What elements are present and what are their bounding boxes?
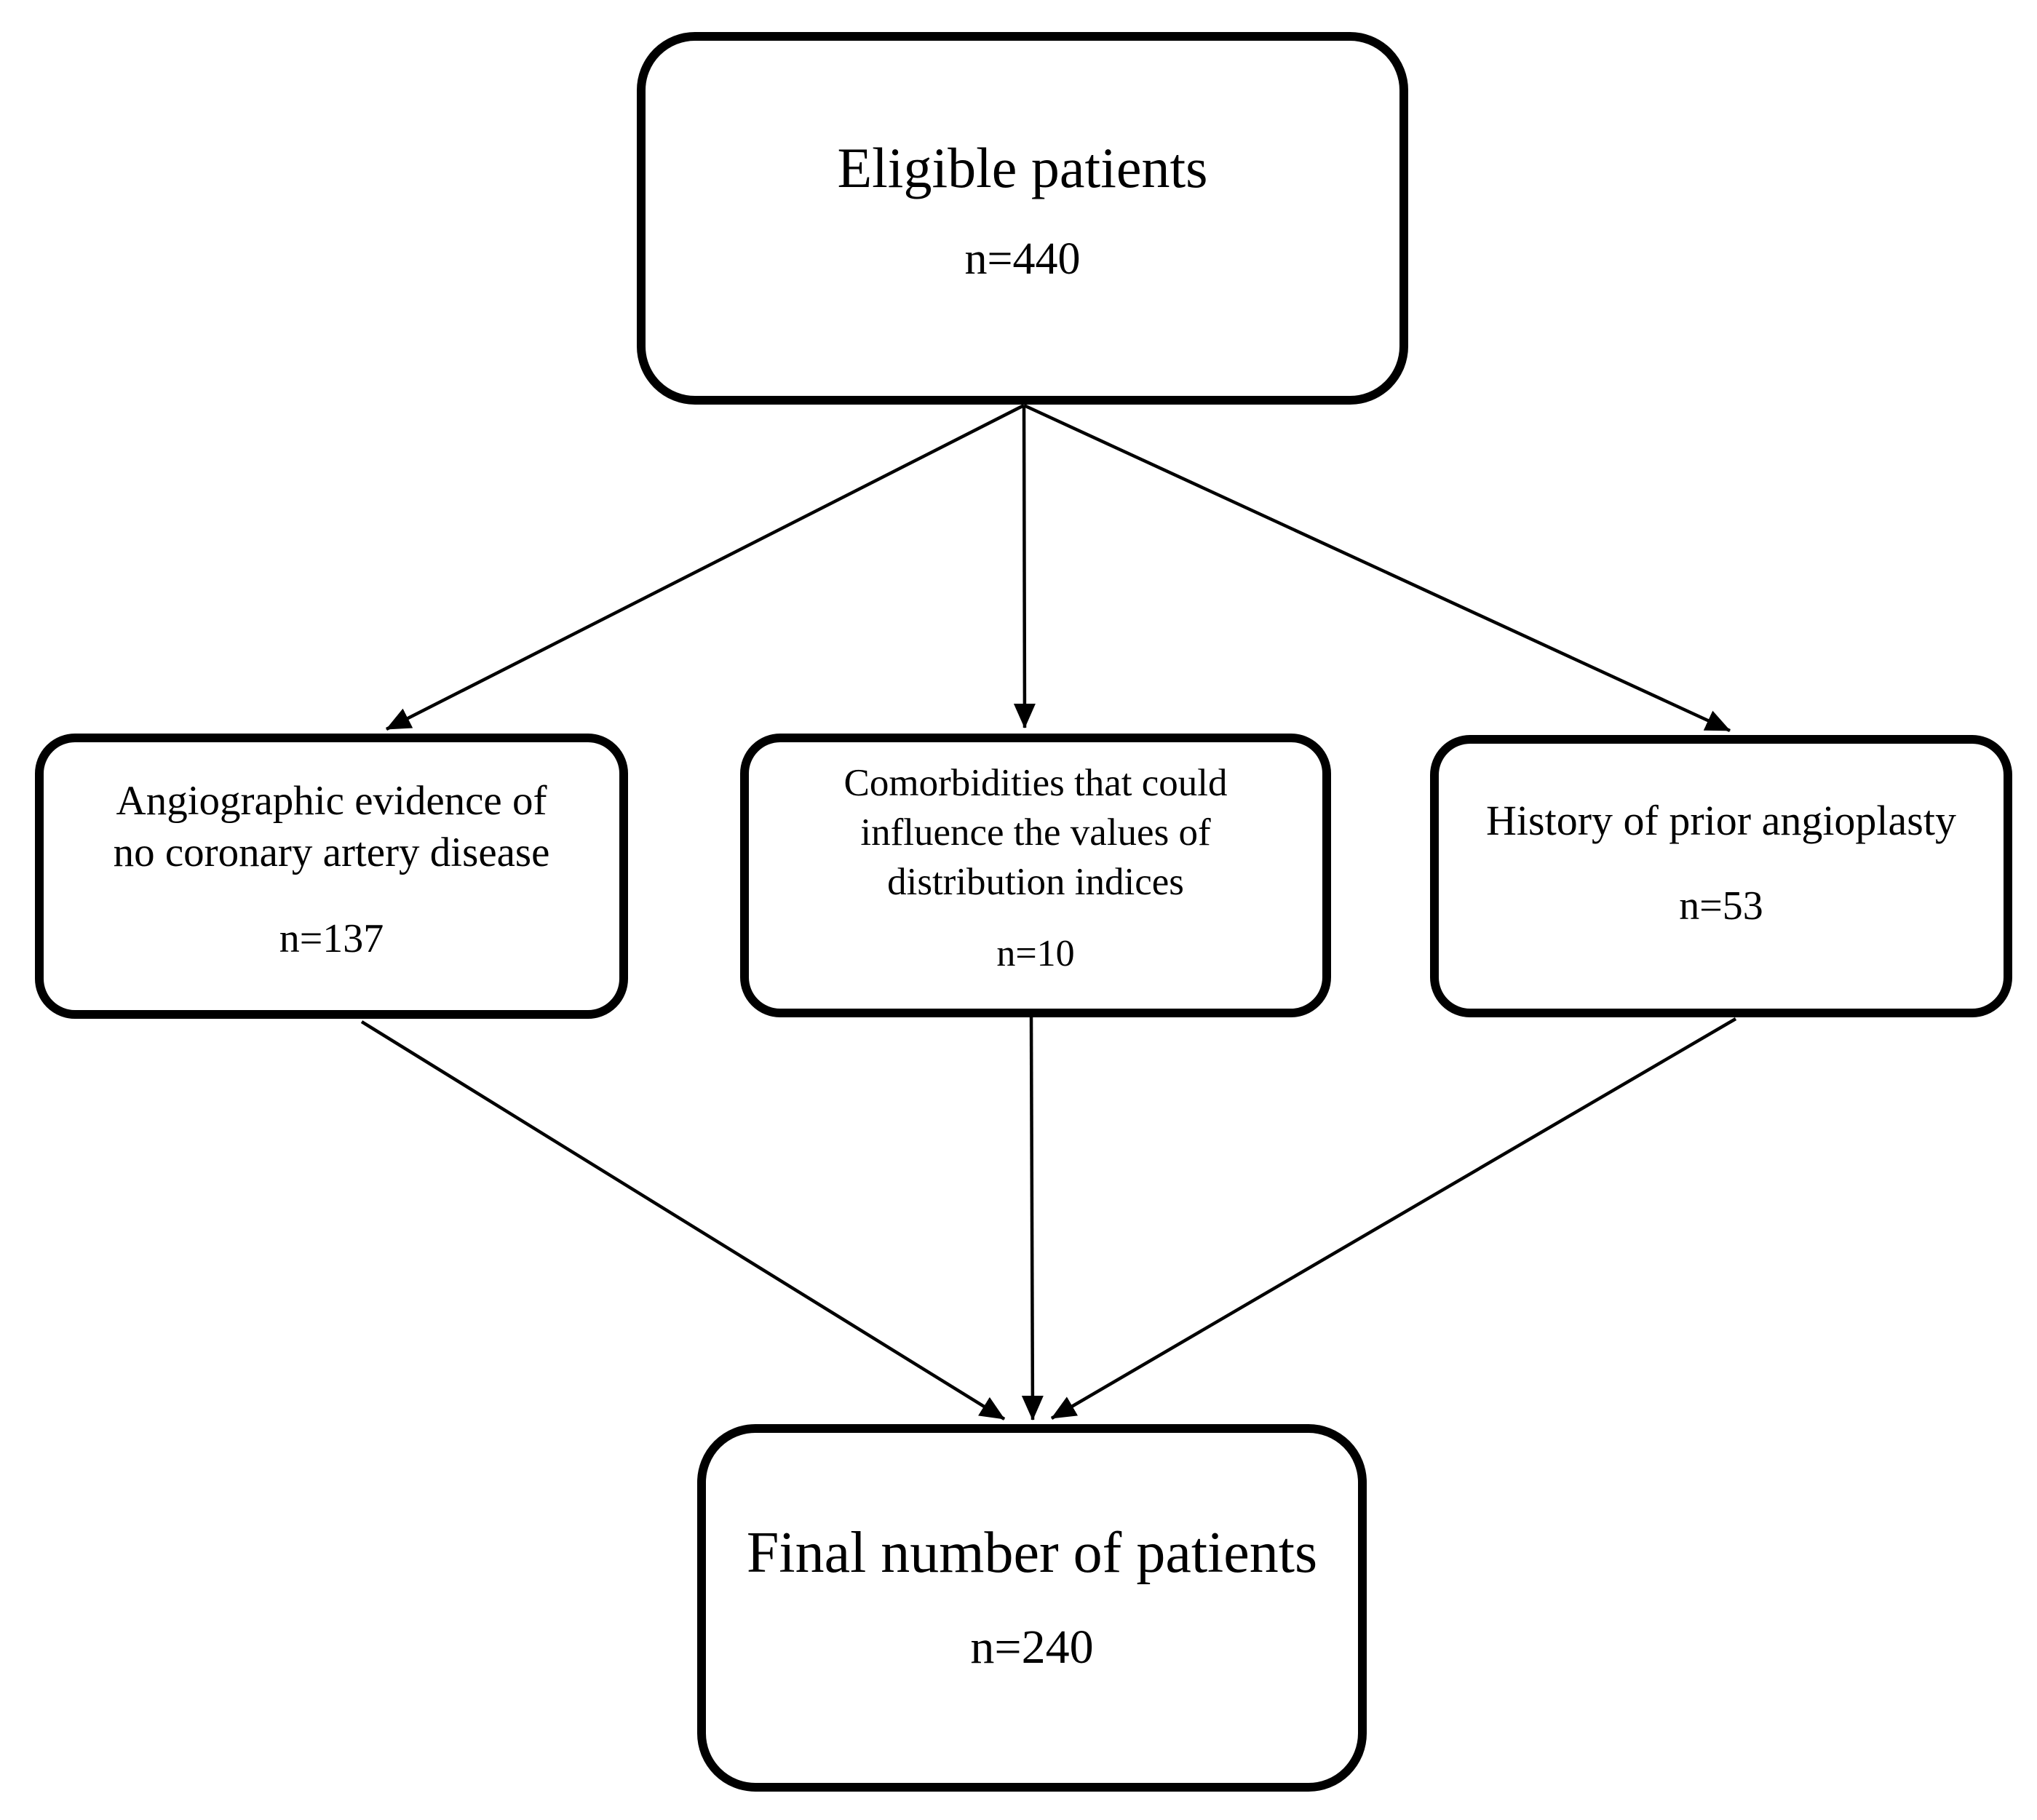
- node-eligible-patients-label: Eligible patients: [837, 136, 1208, 199]
- node-history-prior-angioplasty-count: n=53: [1679, 883, 1763, 929]
- node-comorbidities-label: Comorbidities that could influence the v…: [843, 762, 1228, 903]
- node-comorbidities: Comorbidities that could influence the v…: [740, 734, 1331, 1017]
- edge-comorbidities-to-final: [1021, 1017, 1044, 1420]
- node-eligible-patients-count: n=440: [964, 234, 1081, 284]
- node-final-number-of-patients-label: Final number of patients: [746, 1521, 1318, 1585]
- edge-history-to-final: [1050, 1017, 1737, 1420]
- node-history-prior-angioplasty: History of prior angioplasty n=53: [1430, 735, 2012, 1017]
- edge-eligible-to-history: [1023, 403, 1731, 733]
- node-final-number-of-patients-count: n=240: [970, 1621, 1094, 1674]
- edge-eligible-to-angiographic: [385, 403, 1025, 731]
- node-final-number-of-patients: Final number of patients n=240: [697, 1424, 1367, 1792]
- edge-angiographic-to-final: [360, 1020, 1006, 1420]
- edge-eligible-to-comorbidities: [1013, 405, 1036, 728]
- node-angiographic-evidence-label: Angiographic evidence of no coronary art…: [113, 778, 550, 875]
- node-eligible-patients: Eligible patients n=440: [637, 32, 1408, 405]
- node-angiographic-evidence-count: n=137: [279, 916, 384, 961]
- node-angiographic-evidence: Angiographic evidence of no coronary art…: [35, 734, 628, 1019]
- node-history-prior-angioplasty-label: History of prior angioplasty: [1486, 797, 1956, 844]
- node-comorbidities-count: n=10: [996, 933, 1075, 974]
